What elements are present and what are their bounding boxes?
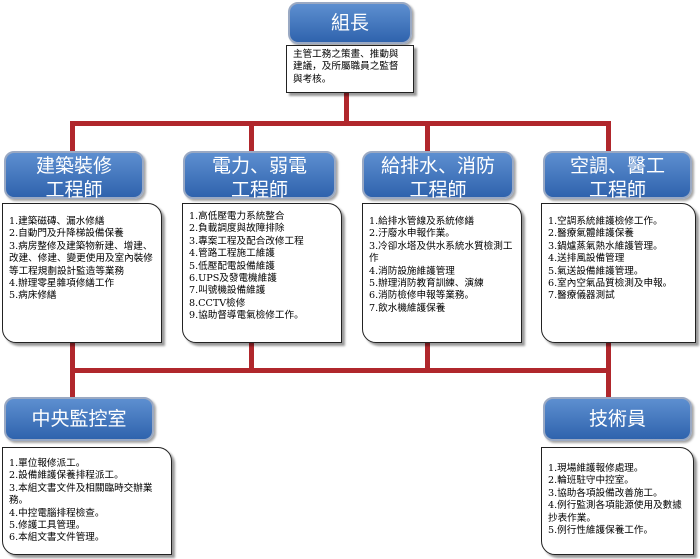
duty-item: 3.協助各項設備改善施工。 <box>548 487 663 499</box>
connector-up-2 <box>249 342 254 370</box>
duty-item: 1.高低壓電力系統整合 <box>189 211 285 222</box>
duty-item: 1.單位報修派工。 <box>9 458 86 469</box>
connector-up-4 <box>606 342 611 370</box>
duty-item: 5.辦理消防教育訓練、演練 <box>369 278 484 290</box>
engineer-title-line2: 工程師 <box>409 179 467 201</box>
duty-item: 3.病房整修及建築物新建、增建、改建、修建、變更使用及室內裝修等工程規劃設計監造… <box>9 240 153 277</box>
duty-item: 4.例行監測各項能源使用及數據抄表作業。 <box>548 500 682 524</box>
duty-item: 1.空調系統維護檢修工作。 <box>548 216 663 227</box>
connector-up-3 <box>425 342 430 370</box>
duty-list: 1.高低壓電力系統整合 2.負載調度與故障排除 3.專案工程及配合改修工程 4.… <box>189 211 337 323</box>
duty-item: 2.汙廢水申報作業。 <box>369 228 455 240</box>
engineer-title-line1: 電力、弱電 <box>211 155 307 177</box>
leader-duty-box: 主管工務之策畫、推動與建議，及所屬職員之監督與考核。 <box>286 45 414 93</box>
duty-item: 4.送排風設備管理 <box>548 253 625 265</box>
duty-item: 7.醫療儀器測試 <box>548 290 615 302</box>
duty-item: 2.設備維護保養排程派工。 <box>9 470 124 482</box>
connector-down-right <box>606 368 611 398</box>
duty-item: 6.UPS及發電機維護 <box>189 273 277 285</box>
engineer-duty-box-plumbing-fire: 1.給排水管線及系統修繕 2.汙廢水申報作業。 3.冷卻水塔及供水系統水質檢測工… <box>362 203 522 343</box>
connector-drop-2 <box>249 121 254 151</box>
duty-item: 2.負載調度與故障排除 <box>189 223 285 235</box>
leader-title: 組長 <box>330 12 369 34</box>
connector-bottom-bus <box>70 368 610 373</box>
duty-item: 3.鍋爐蒸氣熱水維護管理。 <box>548 240 663 252</box>
duty-item: 3.冷卻水塔及供水系統水質檢測工作 <box>369 240 513 265</box>
technician-title: 技術員 <box>588 408 646 430</box>
engineer-title-box-building: 建築裝修 工程師 <box>4 151 144 201</box>
duty-item: 4.中控電腦排程檢查。 <box>9 507 105 519</box>
connector-drop-3 <box>425 121 430 151</box>
engineer-duty-box-electrical: 1.高低壓電力系統整合 2.負載調度與故障排除 3.專案工程及配合改修工程 4.… <box>182 203 342 343</box>
duty-list: 1.現場維護報修處理。 2.輪班駐守中控室。 3.協助各項設備改善施工。 4.例… <box>548 463 689 537</box>
duty-item: 5.例行性維護保養工作。 <box>548 525 654 537</box>
engineer-title-line1: 空調、醫工 <box>569 155 665 177</box>
duty-item: 6.本組文書文件管理。 <box>9 532 105 544</box>
engineer-title-box-hvac-medical: 空調、醫工 工程師 <box>543 151 692 201</box>
engineer-duty-box-building: 1.建築磁磚、漏水修繕 2.自動門及升降梯設備保養 3.病房整修及建築物新建、增… <box>2 203 162 343</box>
leader-duty: 主管工務之策畫、推動與建議，及所屬職員之監督與考核。 <box>293 49 399 85</box>
duty-item: 5.病床修繕 <box>9 290 57 302</box>
duty-item: 5.修護工具管理。 <box>9 520 86 532</box>
duty-item: 9.協助督導電氣檢修工作。 <box>189 310 304 322</box>
engineer-title-line1: 給排水、消防 <box>380 155 495 177</box>
duty-item: 4.消防設施維護管理 <box>369 265 455 277</box>
engineer-title-box-plumbing-fire: 給排水、消防 工程師 <box>362 151 514 201</box>
duty-item: 8.CCTV檢修 <box>189 297 246 309</box>
duty-item: 2.醫療氣體維護保養 <box>548 228 634 240</box>
duty-list: 1.給排水管線及系統修繕 2.汙廢水申報作業。 3.冷卻水塔及供水系統水質檢測工… <box>369 216 515 315</box>
leader-title-box: 組長 <box>288 2 412 44</box>
duty-item: 7.飲水機維護保養 <box>369 302 446 314</box>
control-room-title: 中央監控室 <box>31 408 127 430</box>
duty-item: 3.本組文書文件及相關臨時交辦業務。 <box>9 482 153 507</box>
duty-item: 1.建築磁磚、漏水修繕 <box>9 216 105 227</box>
duty-list: 1.單位報修派工。 2.設備維護保養排程派工。 3.本組文書文件及相關臨時交辦業… <box>9 458 165 545</box>
duty-item: 2.自動門及升降梯設備保養 <box>9 228 124 240</box>
engineer-title-line1: 建築裝修 <box>35 155 112 177</box>
connector-top-bus <box>70 121 610 126</box>
engineer-title-line2: 工程師 <box>230 179 288 201</box>
engineer-duty-box-hvac-medical: 1.空調系統維護檢修工作。 2.醫療氣體維護保養 3.鍋爐蒸氣熱水維護管理。 4… <box>541 203 696 343</box>
connector-leader-down <box>344 92 349 122</box>
duty-item: 6.室內空氣品質檢測及申報。 <box>548 278 673 290</box>
duty-list: 1.空調系統維護檢修工作。 2.醫療氣體維護保養 3.鍋爐蒸氣熱水維護管理。 4… <box>548 216 691 303</box>
duty-item: 1.給排水管線及系統修繕 <box>369 216 475 227</box>
duty-list: 1.建築磁磚、漏水修繕 2.自動門及升降梯設備保養 3.病房整修及建築物新建、增… <box>9 216 156 303</box>
duty-item: 3.專案工程及配合改修工程 <box>189 235 304 247</box>
connector-drop-1 <box>70 121 75 151</box>
connector-up-1 <box>70 342 75 370</box>
technician-title-box: 技術員 <box>543 397 692 441</box>
duty-item: 6.消防檢修申報等業務。 <box>369 290 475 302</box>
duty-item: 4.辦理零星雜項修繕工作 <box>9 278 115 290</box>
technician-duty-box: 1.現場維護報修處理。 2.輪班駐守中控室。 3.協助各項設備改善施工。 4.例… <box>541 447 694 555</box>
connector-drop-4 <box>606 121 611 151</box>
duty-item: 5.氣送設備維護管理。 <box>548 265 644 277</box>
connector-down-left <box>70 368 75 398</box>
duty-item: 1.現場維護報修處理。 <box>548 463 644 474</box>
duty-item: 7.叫號機設備維護 <box>189 285 266 297</box>
duty-item: 4.管路工程施工維護 <box>189 248 275 260</box>
engineer-title-line2: 工程師 <box>588 179 646 201</box>
duty-item: 5.低壓配電設備維護 <box>189 260 275 272</box>
engineer-title-line2: 工程師 <box>45 179 103 201</box>
engineer-title-box-electrical: 電力、弱電 工程師 <box>183 151 336 201</box>
control-room-title-box: 中央監控室 <box>4 397 154 441</box>
control-room-duty-box: 1.單位報修派工。 2.設備維護保養排程派工。 3.本組文書文件及相關臨時交辦業… <box>2 447 172 555</box>
duty-item: 2.輪班駐守中控室。 <box>548 475 634 487</box>
